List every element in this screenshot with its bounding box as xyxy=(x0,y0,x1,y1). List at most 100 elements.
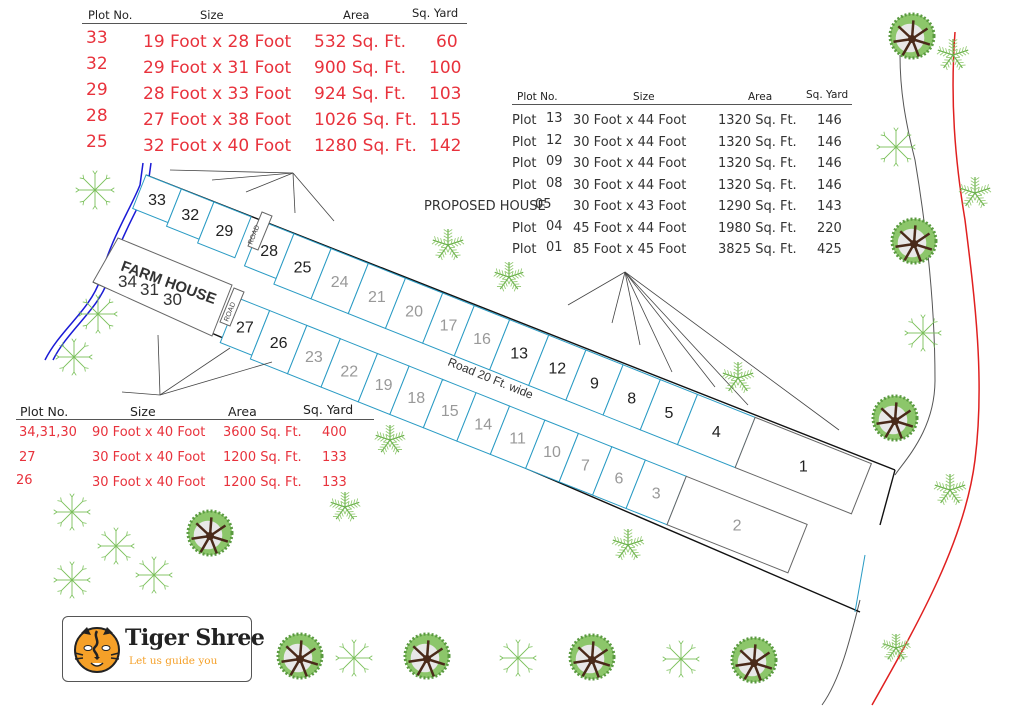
shrub-icon xyxy=(662,640,700,678)
tree-canopy-icon xyxy=(730,636,778,684)
plot-label: 3 xyxy=(652,485,661,502)
plot-label: 8 xyxy=(627,390,636,407)
plot-label: 29 xyxy=(215,223,233,240)
plot-sq-yard: 220 xyxy=(817,220,842,236)
shrub-icon xyxy=(75,170,115,210)
plot-label: 26 xyxy=(270,335,288,352)
header-sq-yard: Sq. Yard xyxy=(303,402,354,417)
callout-line xyxy=(157,334,161,396)
header-area: Area xyxy=(228,404,257,419)
plot-number: 28 xyxy=(86,106,108,126)
shrub-icon xyxy=(97,527,135,565)
plot-size: 85 Foot x 45 Foot xyxy=(573,242,687,257)
shrub-icon xyxy=(876,127,916,167)
plot-number: 08 xyxy=(546,175,563,191)
farm-house-plot[interactable] xyxy=(92,237,233,337)
callout-line xyxy=(121,391,161,396)
plot-number: 29 xyxy=(86,80,108,100)
plot-size: 90 Foot x 40 Foot xyxy=(92,425,206,440)
shrub-icon xyxy=(335,639,373,677)
plot-size: 19 Foot x 28 Foot xyxy=(143,32,292,52)
farm-house-plot-number: 31 xyxy=(140,280,159,299)
plot-label: 16 xyxy=(473,331,491,348)
plot-area: 3825 Sq. Ft. xyxy=(718,242,797,257)
trees xyxy=(53,12,992,684)
callout-line xyxy=(624,271,749,406)
plot-sq-yard: 142 xyxy=(429,136,462,156)
plot-size: 30 Foot x 44 Foot xyxy=(573,177,687,193)
header-size: Size xyxy=(200,8,224,22)
header-rule xyxy=(512,104,852,105)
plot-area: 924 Sq. Ft. xyxy=(314,84,407,104)
plot-size: 30 Foot x 44 Foot xyxy=(573,156,687,171)
road-stub-upper xyxy=(247,211,273,251)
header-size: Size xyxy=(633,91,655,103)
plot-size: 45 Foot x 44 Foot xyxy=(573,220,687,236)
plot-label: 13 xyxy=(510,346,528,363)
plot-number: 32 xyxy=(86,54,108,74)
plot-sq-yard: 133 xyxy=(322,450,347,465)
side-path-line xyxy=(894,54,936,476)
plot-size: 30 Foot x 43 Foot xyxy=(573,199,687,214)
plot-size: 28 Foot x 33 Foot xyxy=(143,84,292,104)
plot-sq-yard: 146 xyxy=(817,177,842,193)
plot-labels: 3332292825242120171613129854127262322191… xyxy=(118,192,808,535)
plot-prefix: Plot xyxy=(512,113,537,128)
logo-name: Tiger Shree xyxy=(125,625,265,651)
fern-icon xyxy=(611,529,645,561)
farm-house-plot-number: 34 xyxy=(118,272,137,291)
plot-area: 1980 Sq. Ft. xyxy=(718,220,797,236)
plot-sq-yard: 103 xyxy=(429,84,462,104)
plot-area: 1026 Sq. Ft. xyxy=(314,110,417,130)
plot-label: 17 xyxy=(440,317,458,334)
callout-lines xyxy=(121,169,840,431)
plot-area: 1320 Sq. Ft. xyxy=(718,134,797,150)
plot-sq-yard: 400 xyxy=(322,425,347,440)
plot-number: 34,31,30 xyxy=(19,425,77,440)
header-size: Size xyxy=(130,404,156,419)
side-path-line-lower xyxy=(821,599,861,706)
plot-prefix: Plot xyxy=(512,220,537,236)
plot-label: 5 xyxy=(664,405,673,422)
plot-size: 30 Foot x 40 Foot xyxy=(92,475,206,490)
plot-label: 12 xyxy=(548,361,566,378)
plot-number: 26 xyxy=(16,473,33,488)
fern-icon xyxy=(329,491,361,522)
header-plot-no: Plot No. xyxy=(517,91,558,103)
plot-area: 532 Sq. Ft. xyxy=(314,32,407,52)
callout-line xyxy=(624,271,641,346)
plot-sq-yard: 146 xyxy=(817,113,842,128)
plot-size: 29 Foot x 31 Foot xyxy=(143,58,292,78)
callout-line xyxy=(159,347,231,396)
plot-grid xyxy=(92,174,873,574)
plot-number: 09 xyxy=(546,154,563,169)
fern-icon xyxy=(493,261,525,292)
plot-label: 9 xyxy=(590,376,599,393)
callout-line xyxy=(624,271,716,388)
callout-line xyxy=(159,361,273,396)
header-area: Area xyxy=(343,8,370,22)
plot-label: 7 xyxy=(581,457,590,474)
plot-2[interactable] xyxy=(666,475,808,574)
callout-line xyxy=(292,172,335,222)
road-stub-lower xyxy=(219,287,245,327)
header-rule xyxy=(82,23,467,24)
shrub-icon xyxy=(904,314,942,352)
plot-prefix: PROPOSED HOUSE xyxy=(424,199,546,214)
shrub-icon xyxy=(53,561,91,599)
plot-label: 2 xyxy=(733,518,742,535)
plot-1[interactable] xyxy=(734,416,873,515)
plot-label: 33 xyxy=(148,192,166,209)
plot-29[interactable] xyxy=(196,201,252,259)
plot-label: 22 xyxy=(340,363,358,380)
plot-sq-yard: 146 xyxy=(817,134,842,150)
plot-number: 01 xyxy=(546,240,563,255)
plot-label: 21 xyxy=(368,289,386,306)
callout-line xyxy=(292,172,296,214)
plot-sq-yard: 143 xyxy=(817,199,842,214)
tree-canopy-icon xyxy=(186,509,234,557)
plot-number: 33 xyxy=(86,28,108,48)
plot-label: 4 xyxy=(712,424,721,441)
tree-canopy-icon xyxy=(871,394,919,442)
